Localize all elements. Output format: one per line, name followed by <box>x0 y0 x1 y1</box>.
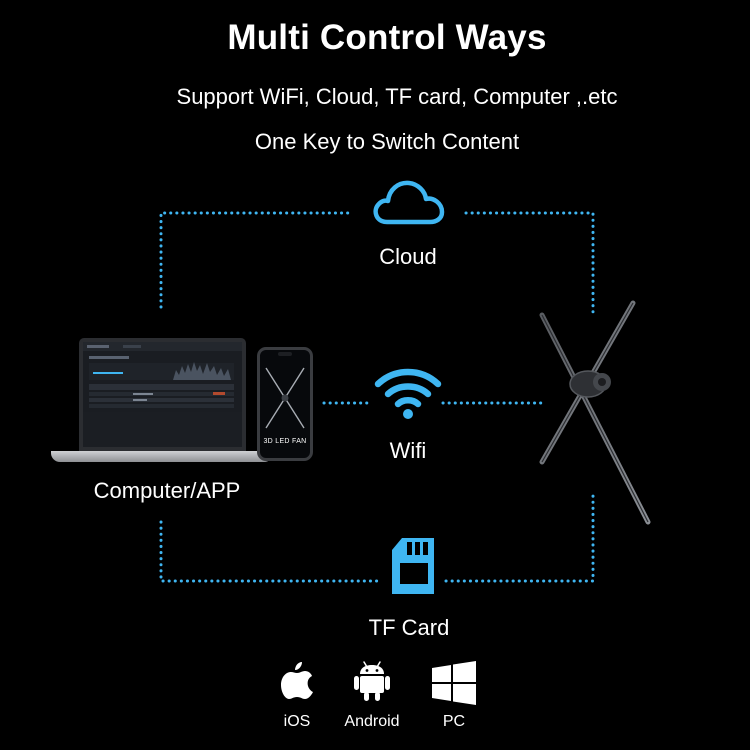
tf-line-left <box>159 520 381 583</box>
subtitle-switch: One Key to Switch Content <box>254 129 520 154</box>
laptop-base <box>51 451 273 462</box>
phone-screen-text: 3D LED FAN <box>263 438 307 445</box>
platform-label-android: Android <box>344 713 400 730</box>
tf-line-right <box>444 493 595 583</box>
wifi-label: Wifi <box>389 438 427 463</box>
tf-card-label: TF Card <box>368 615 450 640</box>
cloud-label: Cloud <box>379 244 437 269</box>
wifi-icon <box>374 368 442 419</box>
platform-label-ios: iOS <box>283 713 311 730</box>
cloud-line-right <box>464 211 595 315</box>
subtitle-support: Support WiFi, Cloud, TF card, Computer ,… <box>176 84 618 109</box>
phone: 3D LED FAN <box>257 347 313 461</box>
hologram-fan-device <box>539 300 651 525</box>
cloud-line-left <box>159 211 352 309</box>
laptop-screen <box>79 338 246 451</box>
platform-label-pc: PC <box>442 713 466 730</box>
computer-app-label: Computer/APP <box>93 478 241 503</box>
sd-card-icon <box>392 538 434 594</box>
windows-icon <box>432 661 476 705</box>
apple-icon <box>281 662 313 699</box>
android-icon <box>354 661 390 701</box>
cloud-icon <box>373 180 445 225</box>
page-title: Multi Control Ways <box>227 18 547 57</box>
